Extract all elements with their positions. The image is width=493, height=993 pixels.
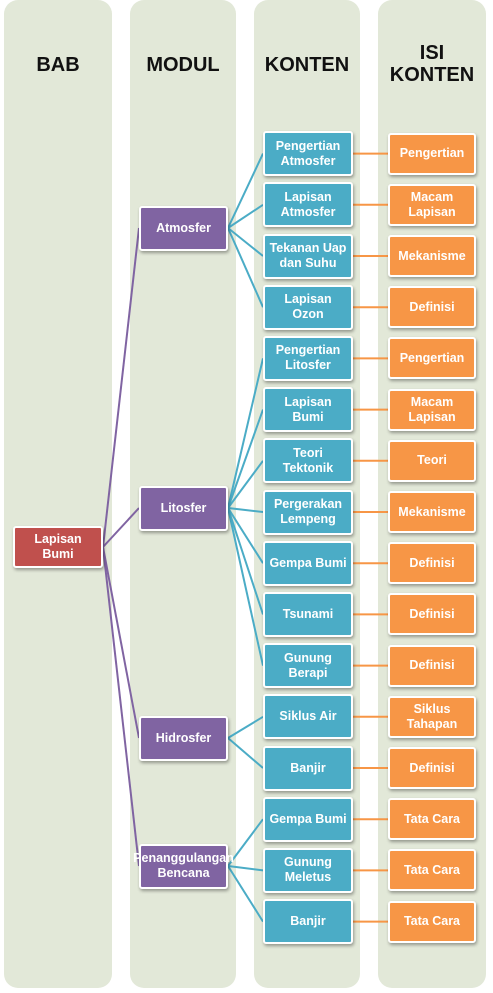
- konten-box: Tekanan Uap dan Suhu: [263, 233, 353, 279]
- column-bab: BAB: [4, 0, 112, 988]
- connector-modul-konten: [227, 203, 264, 229]
- konten-box: Gunung Meletus: [263, 847, 353, 893]
- isi-konten-box: Mekanisme: [388, 235, 476, 277]
- konten-box: Pengertian Atmosfer: [263, 131, 353, 177]
- konten-box: Pergerakan Lempeng: [263, 489, 353, 535]
- connector-modul-konten: [227, 507, 264, 564]
- connector-modul-konten: [227, 737, 264, 769]
- modul-box: Atmosfer: [139, 205, 228, 251]
- connector-modul-konten: [227, 507, 264, 615]
- modul-box: Litosfer: [139, 485, 228, 531]
- konten-box: Siklus Air: [263, 694, 353, 740]
- modul-box: Penanggulangan Bencana: [133, 843, 234, 889]
- header-isi-konten: ISI KONTEN: [389, 42, 475, 86]
- modul-box: Hidrosfer: [139, 715, 228, 761]
- isi-konten-box: Teori: [388, 439, 476, 482]
- isi-konten-box: Siklus Tahapan: [388, 695, 476, 738]
- isi-konten-box: Tata Cara: [388, 849, 476, 892]
- konten-box: Gempa Bumi: [263, 796, 353, 842]
- konten-box: Banjir: [263, 899, 353, 945]
- isi-konten-box: Pengertian: [388, 337, 476, 380]
- konten-box: Tsunami: [263, 591, 353, 637]
- connector-modul-konten: [227, 460, 264, 509]
- connector-modul-konten: [227, 358, 264, 509]
- isi-konten-box: Definisi: [388, 593, 476, 636]
- isi-konten-box: Macam Lapisan: [388, 388, 476, 431]
- connector-modul-konten: [227, 818, 264, 867]
- konten-box: Banjir: [263, 745, 353, 791]
- konten-box: Lapisan Bumi: [263, 387, 353, 433]
- connector-modul-konten: [227, 507, 264, 666]
- connector-bab-modul: [102, 507, 140, 548]
- konten-box: Teori Tektonik: [263, 438, 353, 484]
- konten-box: Pengertian Litosfer: [263, 335, 353, 381]
- isi-konten-box: Definisi: [388, 644, 476, 687]
- connector-modul-konten: [227, 227, 264, 308]
- bab-box: Lapisan Bumi: [13, 526, 103, 568]
- konten-box: Lapisan Atmosfer: [263, 182, 353, 228]
- header-bab: BAB: [36, 54, 80, 76]
- header-modul: MODUL: [146, 54, 220, 76]
- isi-konten-box: Tata Cara: [388, 900, 476, 943]
- isi-konten-box: Mekanisme: [388, 491, 476, 533]
- connector-modul-konten: [227, 409, 264, 509]
- konten-box: Gunung Berapi: [263, 643, 353, 689]
- connector-modul-konten: [227, 507, 264, 513]
- konten-box: Gempa Bumi: [263, 540, 353, 586]
- konten-box: Lapisan Ozon: [263, 284, 353, 330]
- connector-modul-konten: [227, 865, 264, 923]
- isi-konten-box: Macam Lapisan: [388, 183, 476, 226]
- connector-modul-konten: [227, 865, 264, 872]
- isi-konten-box: Tata Cara: [388, 798, 476, 841]
- connector-modul-konten: [227, 227, 264, 257]
- connector-bab-modul: [102, 546, 140, 867]
- isi-konten-box: Definisi: [388, 286, 476, 329]
- isi-konten-box: Pengertian: [388, 132, 476, 175]
- connector-modul-konten: [227, 715, 264, 739]
- connector-modul-konten: [227, 153, 264, 229]
- isi-konten-box: Definisi: [388, 747, 476, 789]
- isi-konten-box: Definisi: [388, 542, 476, 585]
- connector-bab-modul: [102, 227, 140, 548]
- header-konten: KONTEN: [264, 54, 350, 76]
- connector-bab-modul: [102, 546, 140, 739]
